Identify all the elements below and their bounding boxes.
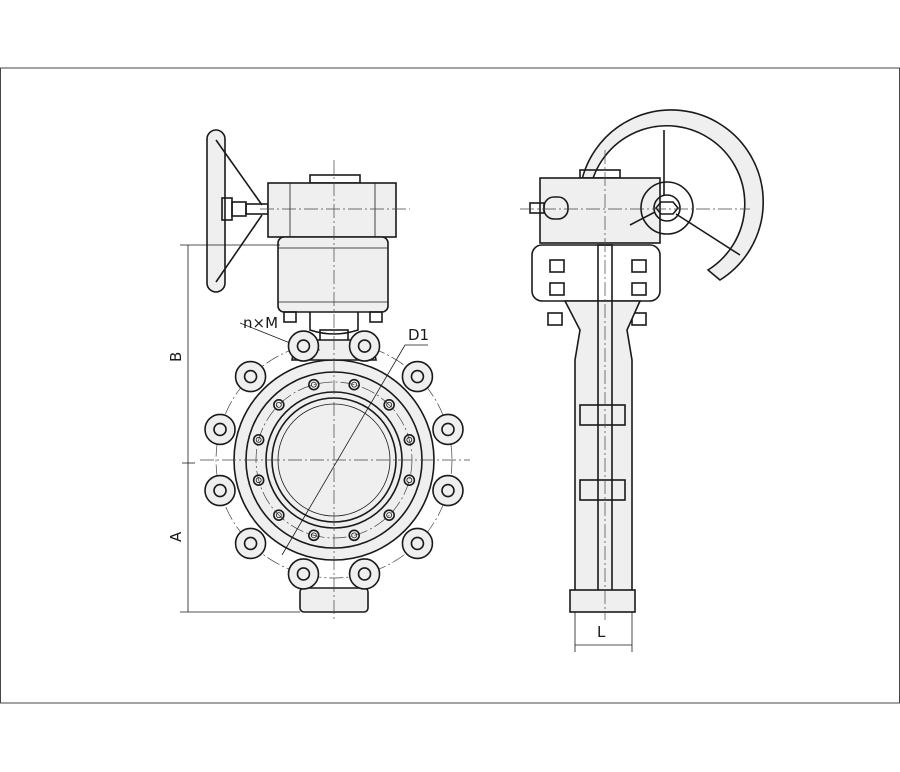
- lug-bolt-hole: [441, 422, 455, 437]
- lug: [234, 360, 267, 393]
- flange-bolt-core: [255, 436, 262, 443]
- lug-bolt-hole: [357, 339, 372, 353]
- d1-label: D1: [408, 326, 429, 344]
- flange-bolt: [403, 434, 416, 446]
- dimension-l-label: L: [597, 623, 606, 641]
- drawing-frame: [0, 67, 900, 704]
- flange-bolt: [252, 474, 265, 486]
- flange-bolt-core: [275, 512, 282, 519]
- lug: [287, 330, 320, 362]
- lug-bolt-hole: [410, 369, 425, 384]
- flange-bolt: [383, 509, 395, 521]
- flange-bolt-core: [406, 436, 413, 443]
- lug: [432, 413, 464, 446]
- lug: [401, 527, 434, 560]
- handwheel-side: [206, 129, 269, 293]
- valve-body-side: [563, 300, 642, 601]
- nxm-label: n×M: [243, 314, 278, 332]
- front-view: n×M D1 B A: [167, 129, 470, 620]
- flange-bolt: [308, 529, 320, 542]
- bolt-holes: [204, 330, 464, 590]
- flange-bolt: [383, 399, 395, 411]
- lug-bolt-hole: [213, 422, 227, 437]
- lug: [234, 527, 267, 560]
- flange-bolt: [348, 378, 360, 391]
- side-view: L: [520, 109, 765, 652]
- lug-bolt-hole: [357, 567, 372, 581]
- dimension-lines: [180, 244, 300, 613]
- flange-bolt-core: [386, 401, 393, 408]
- bracket: [531, 244, 661, 302]
- flange-bolt-core: [406, 477, 413, 484]
- flange-bolt: [403, 474, 416, 486]
- flange-bolt: [252, 434, 265, 446]
- lug: [204, 474, 236, 507]
- lug: [401, 360, 434, 393]
- lug-bolt-hole: [441, 483, 455, 498]
- flange-bolt-core: [351, 381, 358, 388]
- flange-bolt: [308, 378, 320, 391]
- flange-bolt: [273, 399, 285, 411]
- d1-leader: [281, 344, 428, 556]
- lug: [204, 413, 236, 446]
- flange-bolt-core: [351, 532, 358, 539]
- gearbox: [267, 174, 397, 346]
- flange-bolt: [273, 509, 285, 521]
- lug-bolt-hole: [296, 339, 311, 353]
- lug: [432, 474, 464, 507]
- flange-bolt-core: [275, 401, 282, 408]
- lug-bolt-hole: [296, 567, 311, 581]
- dimension-a-label: A: [167, 531, 185, 542]
- lug-bolt-hole: [410, 536, 425, 551]
- lug: [348, 558, 381, 590]
- gearbox-side: [539, 177, 661, 244]
- flange-bolt: [348, 529, 360, 542]
- flange-bolt-core: [310, 532, 317, 539]
- lug: [348, 330, 381, 362]
- flange-bolt-core: [255, 477, 262, 484]
- lug: [287, 558, 320, 590]
- lug-bolt-hole: [243, 369, 258, 384]
- lug-bolt-hole: [243, 536, 258, 551]
- dimension-b-label: B: [167, 352, 185, 362]
- handwheel-rim: [579, 109, 765, 281]
- lug-bolt-hole: [213, 483, 227, 498]
- flange-bolt-core: [386, 512, 393, 519]
- flange-bolt-core: [310, 381, 317, 388]
